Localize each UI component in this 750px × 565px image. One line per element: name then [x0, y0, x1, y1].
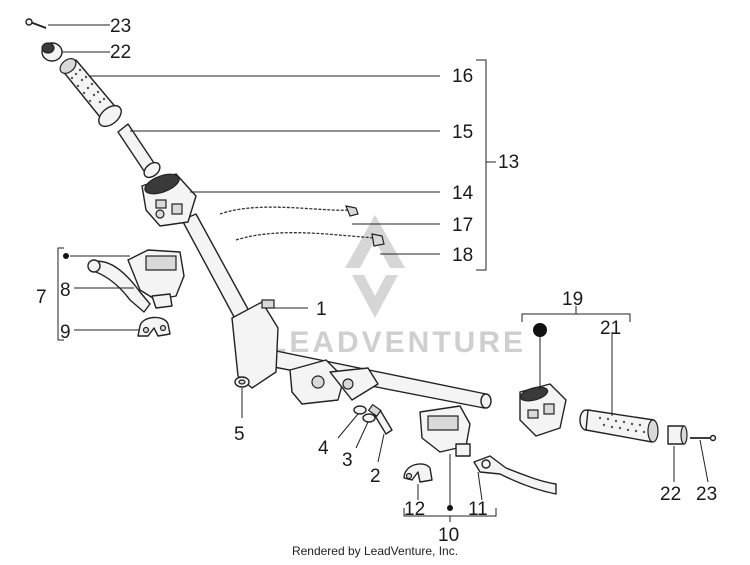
- callout-14: 14: [452, 183, 474, 204]
- part-2-bolt: [367, 403, 393, 435]
- brackets: [57, 59, 631, 522]
- callout-2: 2: [370, 466, 381, 487]
- part-14-left-switch: [141, 173, 197, 227]
- callout-13: 13: [498, 152, 519, 173]
- watermark: LEADVENTURE: [268, 215, 526, 359]
- part-23-left-screw: [25, 18, 47, 29]
- callout-7: 7: [36, 287, 47, 308]
- callout-23-right: 23: [696, 484, 717, 505]
- callouts: 23 22 16 15 13 14 17 18 7 8 9 1 5 4 3 2 …: [36, 16, 717, 546]
- part-3-4-washers: [353, 405, 376, 423]
- part-12-right-clamp: [403, 463, 433, 483]
- part-9-left-clamp: [137, 316, 171, 337]
- dot-marker-10: [447, 505, 453, 511]
- callout-5: 5: [234, 424, 245, 445]
- part-22-right-bar-end: [667, 425, 688, 445]
- callout-11: 11: [468, 499, 488, 520]
- callout-18: 18: [452, 245, 473, 266]
- callout-16: 16: [452, 66, 473, 87]
- part-19-right-switch: [519, 383, 567, 437]
- callout-10: 10: [438, 525, 459, 546]
- callout-19: 19: [562, 289, 583, 310]
- callout-4: 4: [318, 438, 329, 459]
- part-8-left-lever: [87, 259, 151, 313]
- part-18-cable: [235, 232, 385, 247]
- footer-credit: Rendered by LeadVenture, Inc.: [291, 544, 459, 558]
- callout-3: 3: [342, 450, 353, 471]
- callout-22-left: 22: [110, 42, 131, 63]
- callout-22-right: 22: [660, 484, 681, 505]
- callout-21: 21: [600, 318, 621, 339]
- part-11-right-lever: [473, 455, 557, 495]
- part-10-master-cylinder: [419, 405, 471, 457]
- callout-23-left: 23: [110, 16, 131, 37]
- part-17-cable: [219, 205, 359, 217]
- dot-marker-19: [533, 323, 547, 337]
- callout-12: 12: [404, 499, 425, 520]
- leader-lines: [48, 24, 709, 508]
- part-7-master-cylinder: [127, 249, 185, 309]
- part-16-left-grip: [59, 58, 122, 128]
- part-23-right-screw: [690, 434, 717, 442]
- callout-17: 17: [452, 215, 473, 236]
- part-22-left-bar-end: [41, 42, 63, 62]
- part-15-throttle-tube: [117, 123, 161, 179]
- part-21-right-grip: [579, 409, 659, 443]
- callout-15: 15: [452, 122, 473, 143]
- handlebar-1: [181, 213, 492, 409]
- dot-marker-7: [63, 253, 69, 259]
- callout-1: 1: [316, 299, 327, 320]
- watermark-text: LEADVENTURE: [268, 326, 526, 359]
- part-5-washer: [234, 376, 250, 388]
- callout-9: 9: [60, 322, 71, 343]
- callout-8: 8: [60, 280, 71, 301]
